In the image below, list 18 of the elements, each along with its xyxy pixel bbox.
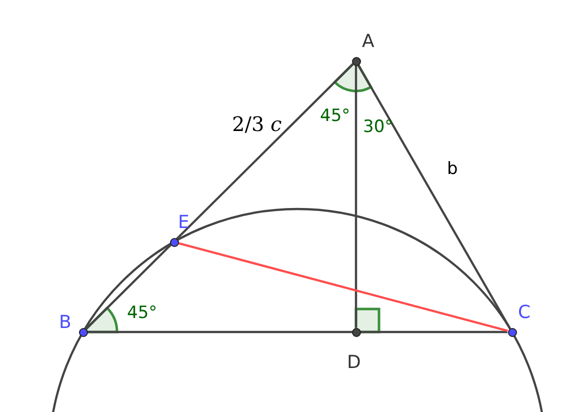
angle-label: 45°: [320, 107, 350, 125]
line-segment: [178, 242, 508, 332]
line-segment: [357, 64, 511, 329]
line-segment: [354, 66, 358, 328]
line-segment: [85, 63, 354, 330]
side-label: 2/3 c: [232, 115, 282, 133]
point: [59, 314, 88, 337]
angle-label: 30°: [363, 118, 394, 136]
line-segment: [88, 330, 508, 334]
point-label: A: [362, 33, 374, 51]
side-label: b: [447, 160, 458, 178]
point-label: C: [518, 304, 531, 322]
point-label: B: [59, 314, 72, 332]
point-label: D: [347, 354, 361, 372]
point-label: E: [178, 214, 190, 232]
angle-label: 45°: [127, 304, 158, 322]
point: [507, 304, 532, 337]
point: [351, 33, 376, 66]
